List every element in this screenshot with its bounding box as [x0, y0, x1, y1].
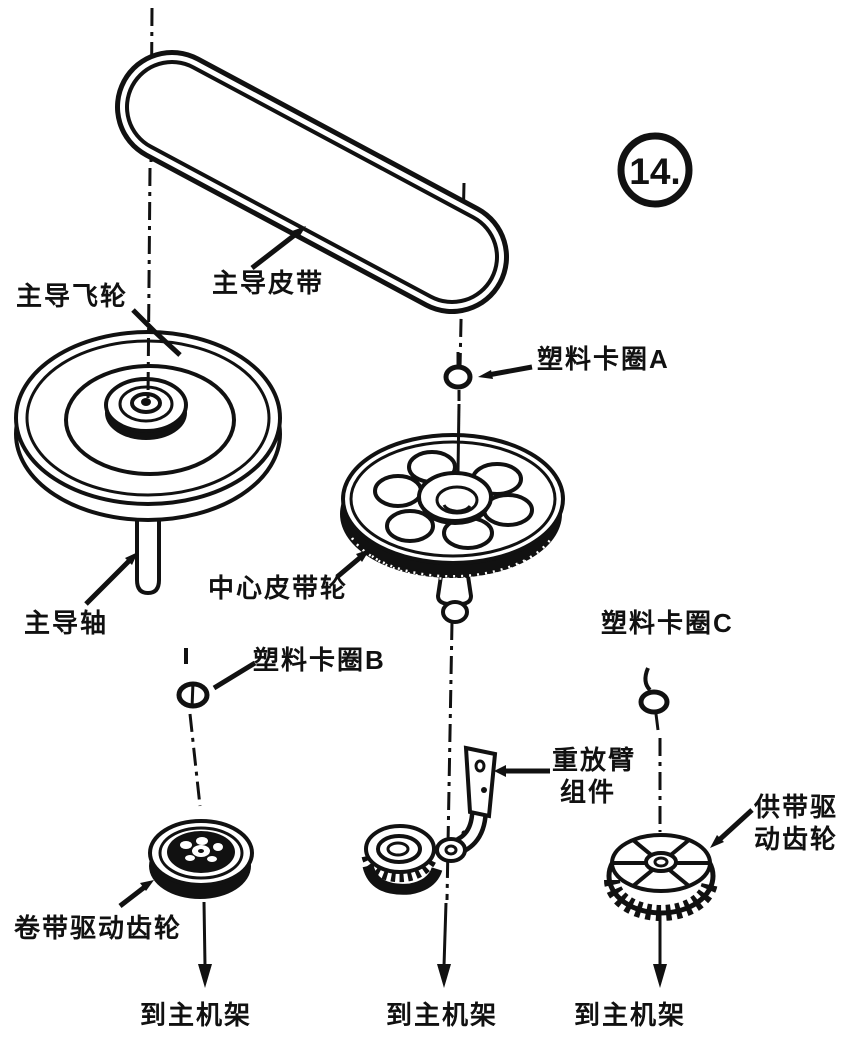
- arm-foot: [362, 864, 443, 895]
- part-labels: 主导飞轮 主导皮带 塑料卡圈A 中心皮带轮 主导轴 塑料卡圈B 塑料卡圈C 重放…: [14, 268, 838, 1030]
- center-pulley-label: 中心皮带轮: [208, 573, 348, 603]
- clip-a-label: 塑料卡圈A: [537, 344, 670, 374]
- takeup-leader: [118, 884, 148, 908]
- takeup-arrow-line: [202, 901, 207, 967]
- belt-leader-arrowhead: [292, 226, 306, 239]
- flywheel-leader: [131, 308, 182, 357]
- arm-tab-hole: [474, 759, 486, 773]
- to-chassis-label-left: 到主机架: [140, 1000, 252, 1030]
- takeup-leader-arrowhead: [140, 880, 154, 891]
- belt-hollow: [129, 64, 495, 300]
- playback-arm-assembly: [361, 745, 498, 895]
- flywheel-mid-ring: [64, 364, 236, 476]
- center-bottom-arrow: [437, 902, 451, 988]
- takeup-gear-highlight-2: [196, 837, 208, 845]
- center-pulley: [340, 403, 565, 624]
- flywheel-hub-ring: [118, 385, 174, 423]
- plastic-clip-c: [638, 667, 670, 832]
- pulley-hole-5: [385, 509, 435, 543]
- capstan-shaft-label: 主导轴: [24, 608, 108, 638]
- clip-c-label: 塑料卡圈C: [601, 608, 734, 638]
- takeup-gear-highlight-5: [207, 856, 217, 862]
- flywheel-hub-center: [141, 398, 151, 406]
- supply-leader: [716, 808, 754, 843]
- belt-label: 主导皮带: [212, 268, 324, 298]
- pulley-hole-3: [373, 474, 423, 508]
- to-chassis-label-right: 到主机架: [574, 1000, 686, 1030]
- flywheel: [14, 167, 282, 522]
- takeup-gear-hub-center: [198, 849, 204, 853]
- flywheel-label: 主导飞轮: [16, 281, 128, 311]
- supply-leader-arrowhead: [710, 835, 724, 848]
- center-arrow-line: [442, 902, 448, 967]
- plastic-clip-b: [176, 648, 210, 807]
- capstan-leader-arrowhead: [125, 552, 138, 565]
- supply-drive-gear: [604, 833, 718, 988]
- capstan-leader: [84, 558, 132, 606]
- clip-a-ring: [443, 364, 473, 390]
- arm-tab: [463, 745, 498, 819]
- arm-tab-rivet: [481, 787, 487, 793]
- figure-number-badge: 14.: [617, 132, 693, 208]
- supply-gear-hub-center: [653, 856, 669, 868]
- clip-a-leader: [487, 364, 533, 378]
- pulley-hub-inner: [435, 485, 479, 515]
- to-chassis-label-center: 到主机架: [386, 1000, 498, 1030]
- clip-c-stem-top: [643, 667, 652, 692]
- clip-b-notch: [190, 681, 195, 709]
- supply-gear-teeth: [604, 879, 718, 921]
- pulley-hub-arc: [442, 504, 472, 513]
- arm-gear-hub: [386, 841, 410, 857]
- supply-arrowhead: [653, 964, 667, 988]
- leader-lines: [84, 226, 754, 908]
- belt-leader: [250, 232, 298, 270]
- capstan-axis-line-mid: [146, 167, 152, 399]
- main-drive-belt: [115, 50, 509, 314]
- supply-gear-hub: [644, 851, 678, 873]
- clip-b-leader: [212, 660, 257, 691]
- playback-arm-label-line1: 重放臂: [552, 745, 636, 775]
- supply-gear-label-line2: 动齿轮: [754, 824, 838, 854]
- arm-pad-hole: [444, 844, 458, 856]
- pulley-leader: [335, 554, 364, 579]
- arm-leader-arrowhead: [494, 765, 506, 777]
- takeup-drive-gear: [148, 819, 254, 988]
- takeup-gear-highlight-3: [213, 843, 223, 851]
- clip-a-leader-arrowhead: [478, 370, 493, 379]
- center-arrowhead: [437, 964, 451, 988]
- pulley-leader-arrowhead: [356, 549, 370, 562]
- takeup-gear-ring: [158, 826, 244, 880]
- pulley-face-ring: [349, 440, 557, 558]
- figure-number-circle: [617, 132, 693, 208]
- pulley-boss-tip: [441, 600, 469, 624]
- takeup-gear-label: 卷带驱动齿轮: [14, 913, 182, 943]
- clip-c-ring: [638, 689, 670, 715]
- takeup-gear-highlight-4: [185, 855, 195, 861]
- center-axis-into-hub: [456, 403, 461, 473]
- takeup-gear-highlight-1: [180, 841, 192, 849]
- clip-b-label: 塑料卡圈B: [253, 645, 386, 675]
- pulley-boss: [435, 574, 474, 606]
- figure-number: 14.: [629, 151, 680, 192]
- takeup-arrowhead: [198, 964, 212, 988]
- clip-c-stem-bottom: [654, 713, 660, 731]
- playback-arm-label-line2: 组件: [560, 777, 616, 807]
- takeup-axis-line: [188, 713, 202, 807]
- supply-gear-label-line1: 供带驱: [753, 792, 838, 822]
- plastic-clip-a: [443, 352, 473, 401]
- arm-rivet: [461, 830, 467, 836]
- pulley-knurl-hatch-1: [350, 537, 552, 578]
